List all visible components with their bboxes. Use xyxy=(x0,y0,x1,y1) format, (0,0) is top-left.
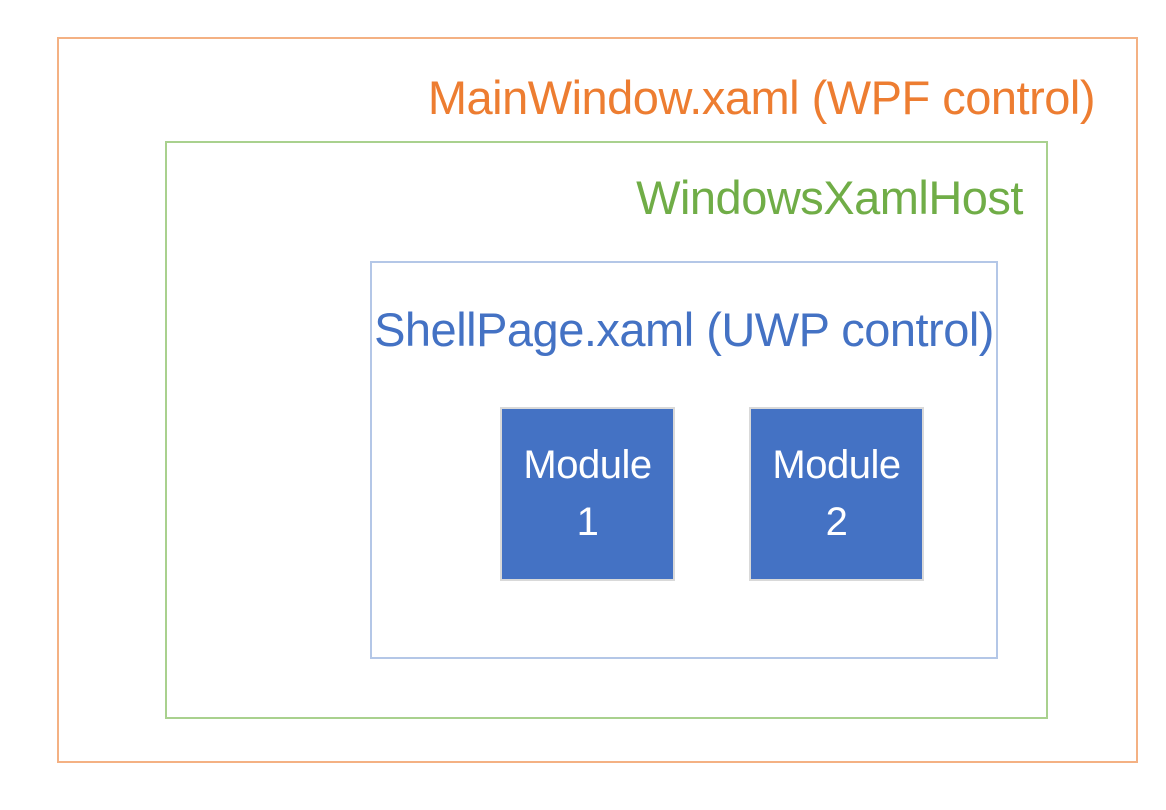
module-2-label: Module 2 xyxy=(772,437,901,551)
label-windowsxamlhost: WindowsXamlHost xyxy=(636,171,1023,224)
frame-shellpage-uwp xyxy=(370,261,998,659)
label-shellpage-uwp: ShellPage.xaml (UWP control) xyxy=(374,303,994,356)
module-1-label-line1: Module xyxy=(523,443,652,487)
frame-mainwindow-wpf xyxy=(57,37,1138,763)
module-2-label-line1: Module xyxy=(772,443,901,487)
module-1-box: Module 1 xyxy=(500,407,675,581)
label-mainwindow-wpf: MainWindow.xaml (WPF control) xyxy=(427,71,1096,124)
frame-windowsxamlhost xyxy=(165,141,1048,719)
module-1-label-line2: 1 xyxy=(576,500,599,544)
module-2-box: Module 2 xyxy=(749,407,924,581)
module-1-label: Module 1 xyxy=(523,437,652,551)
module-2-label-line2: 2 xyxy=(825,500,848,544)
